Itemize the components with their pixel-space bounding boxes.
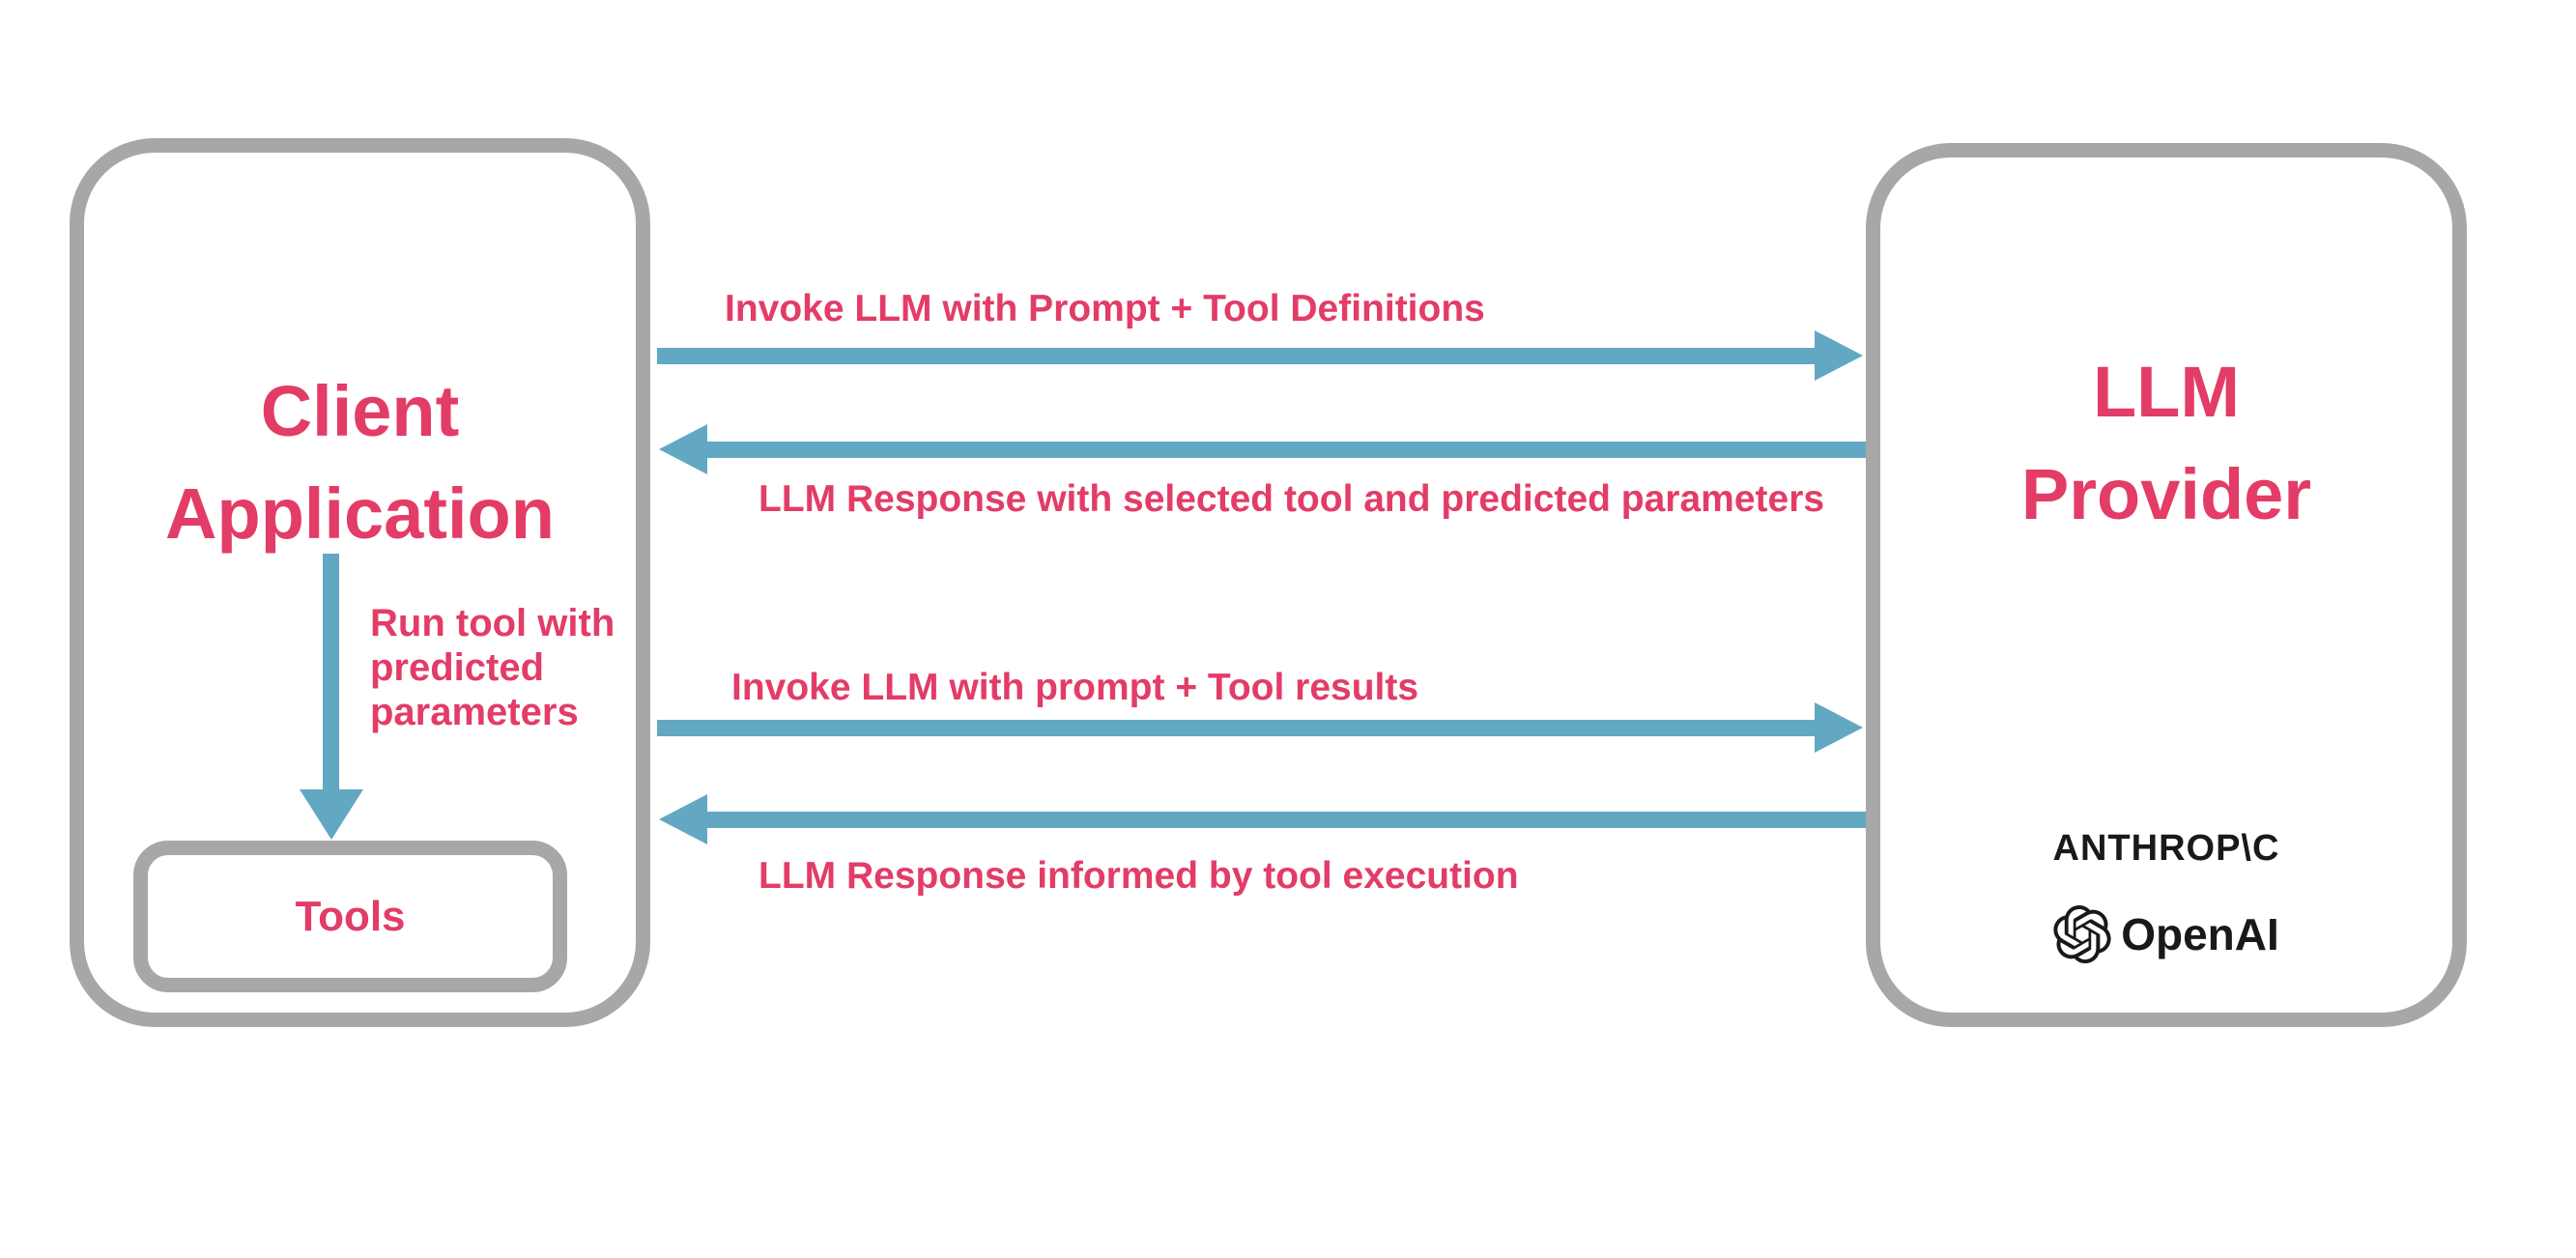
arrow-head-left-icon: [659, 794, 707, 844]
openai-logo: OpenAI: [1880, 903, 2452, 965]
run-tool-label: Run tool with predicted parameters: [370, 602, 615, 733]
client-title-line-1: Client: [260, 371, 460, 451]
arrow-shaft: [323, 554, 339, 790]
arrow-shaft: [657, 348, 1815, 364]
arrow-invoke-with-results: [657, 702, 1863, 753]
arrow-head-right-icon: [1815, 702, 1863, 753]
arrow-run-tool: [300, 554, 363, 840]
arrow-shaft: [657, 720, 1815, 736]
llm-provider-title: LLM Provider: [1880, 341, 2452, 546]
tools-box: Tools: [133, 841, 567, 992]
llm-provider-box: LLM Provider ANTHROP\C OpenAI: [1866, 143, 2467, 1027]
client-title-line-2: Application: [165, 473, 555, 554]
llm-title-line-1: LLM: [2092, 352, 2241, 432]
tools-label: Tools: [295, 892, 406, 940]
openai-icon: [2053, 905, 2111, 963]
client-application-title: Client Application: [84, 360, 636, 565]
arrow-response-selected-tool: [659, 424, 1866, 474]
arrow-shaft: [707, 812, 1866, 828]
arrow-response-informed: [659, 794, 1866, 844]
flow-label-invoke-with-definitions: Invoke LLM with Prompt + Tool Definition…: [725, 288, 1485, 329]
arrow-head-down-icon: [300, 789, 363, 840]
flow-label-invoke-with-results: Invoke LLM with prompt + Tool results: [731, 667, 1419, 708]
client-application-box: Client Application Tools: [70, 138, 650, 1027]
arrow-head-left-icon: [659, 424, 707, 474]
arrow-shaft: [707, 442, 1866, 458]
openai-wordmark: OpenAI: [2121, 909, 2279, 959]
flow-label-response-selected-tool: LLM Response with selected tool and pred…: [758, 478, 1825, 520]
arrow-invoke-with-definitions: [657, 330, 1863, 381]
arrow-head-right-icon: [1815, 330, 1863, 381]
flow-label-response-informed: LLM Response informed by tool execution: [758, 855, 1519, 897]
anthropic-logo: ANTHROP\C: [2052, 828, 2280, 869]
llm-title-line-2: Provider: [2020, 454, 2312, 534]
